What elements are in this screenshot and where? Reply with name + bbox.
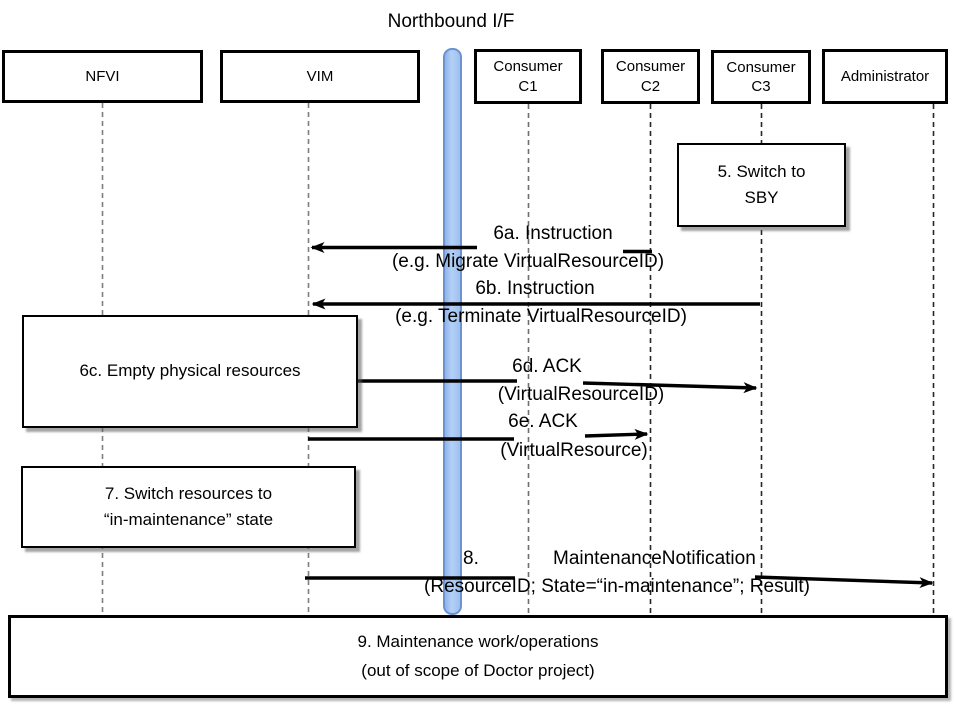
actor-box-consumer-c1: Consumer C1 <box>474 49 582 104</box>
step-box-5-switch-to-sby: 5. Switch to SBY <box>677 143 846 227</box>
actor-label-c3: C3 <box>751 78 771 95</box>
message-8-sublabel: (ResourceID; State=“in-maintenance”; Res… <box>424 576 810 597</box>
actor-label-c1: C1 <box>518 77 538 95</box>
actor-label-administrator: Administrator <box>840 68 930 85</box>
step-box-9-maintenance-work: 9. Maintenance work/operations (out of s… <box>8 615 948 698</box>
step-9-line1: 9. Maintenance work/operations <box>357 631 599 651</box>
actor-box-vim: VIM <box>220 50 420 103</box>
actor-box-administrator: Administrator <box>822 49 948 104</box>
message-6e-label: 6e. ACK <box>508 411 578 432</box>
actor-label-vim: VIM <box>306 68 334 85</box>
actor-label-consumer: Consumer <box>726 58 796 76</box>
northbound-interface-bar <box>443 48 462 615</box>
step-6c-label: 6c. Empty physical resources <box>79 361 301 381</box>
actor-label-nfvi: NFVI <box>85 68 120 85</box>
step-9-line2: (out of scope of Doctor project) <box>361 660 595 680</box>
page-title: Northbound I/F <box>387 11 515 32</box>
message-6a-label: 6a. Instruction <box>493 223 613 244</box>
actor-box-nfvi: NFVI <box>2 50 203 103</box>
step-7-line2: “in-maintenance” state <box>103 510 274 529</box>
actor-label-c2: C2 <box>640 77 661 95</box>
step-5-line1: 5. Switch to <box>717 161 806 181</box>
step-7-line1: 7. Switch resources to <box>104 483 273 503</box>
actor-box-consumer-c2: Consumer C2 <box>601 49 700 104</box>
message-6a-sublabel: (e.g. Migrate VirtualResourceID) <box>391 251 665 272</box>
message-6b-sublabel: (e.g. Terminate VirtualResourceID) <box>395 306 687 327</box>
message-8-label: MaintenanceNotification <box>553 548 756 569</box>
message-6d-sublabel: (VirtualResourceID) <box>497 384 665 405</box>
message-6e-sublabel: (VirtualResource) <box>500 440 648 461</box>
message-8-number: 8. <box>463 548 479 569</box>
actor-label-consumer: Consumer <box>615 58 686 75</box>
step-box-6c-empty-physical-resources: 6c. Empty physical resources <box>22 315 358 428</box>
step-box-7-switch-resources: 7. Switch resources to “in-maintenance” … <box>21 466 356 548</box>
actor-label-consumer: Consumer <box>493 58 563 75</box>
step-5-line2: SBY <box>744 188 779 207</box>
message-6b-label: 6b. Instruction <box>475 278 595 299</box>
message-6d-label: 6d. ACK <box>512 356 582 377</box>
actor-box-consumer-c3: Consumer C3 <box>711 50 811 104</box>
message-6e-arrow <box>584 428 649 440</box>
